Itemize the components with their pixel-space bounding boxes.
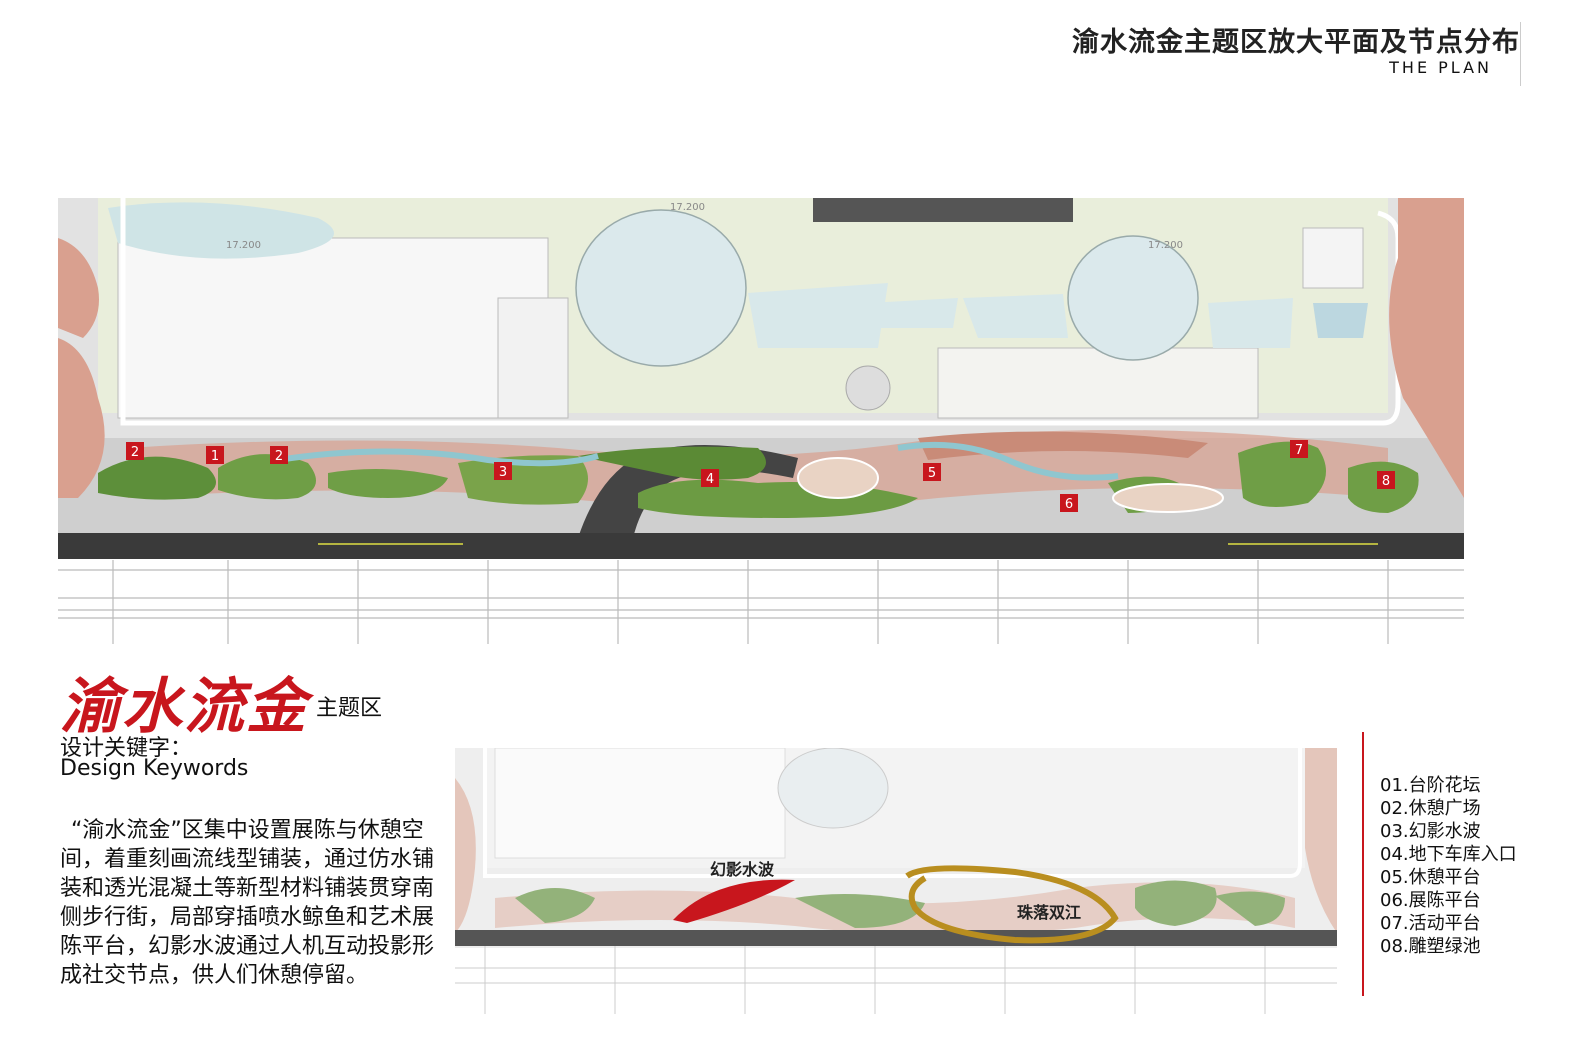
legend-item: 01.台阶花坛 — [1380, 775, 1481, 796]
elevation-label: 17.200 — [1148, 240, 1183, 251]
svg-text:4: 4 — [706, 472, 714, 487]
svg-text:2: 2 — [131, 445, 139, 460]
page-title: 渝水流金主题区放大平面及节点分布 — [1072, 27, 1520, 58]
legend-list: 01.台阶花坛 02.休憩广场 03.幻影水波 04.地下车库入口 05.休憩平… — [1380, 774, 1517, 958]
svg-text:6: 6 — [1065, 497, 1073, 512]
svg-text:5: 5 — [928, 466, 936, 481]
mini-site-plan: 幻影水波 珠落双江 — [455, 748, 1337, 1014]
elevation-label: 17.200 — [226, 240, 261, 251]
page-subtitle: THE PLAN — [1389, 58, 1492, 77]
legend-divider — [1362, 732, 1364, 996]
node-marker: 5 — [923, 463, 941, 481]
keywords-heading-en: Design Keywords — [60, 756, 249, 781]
node-marker: 2 — [270, 446, 288, 464]
gold-ribbon-sculpture — [905, 865, 1119, 944]
node-marker: 7 — [1290, 440, 1308, 458]
node-marker: 8 — [1377, 471, 1395, 489]
mini-label-right: 珠落双江 — [1017, 903, 1081, 922]
red-ribbon-sculpture — [673, 879, 795, 923]
legend-item: 06.展陈平台 — [1380, 890, 1481, 911]
svg-text:1: 1 — [211, 449, 219, 464]
node-marker: 6 — [1060, 494, 1078, 512]
svg-text:8: 8 — [1382, 474, 1390, 489]
main-site-plan: 17.200 17.200 17.200 2 1 2 3 4 5 6 7 8 — [58, 198, 1464, 644]
svg-text:7: 7 — [1295, 443, 1303, 458]
node-marker: 1 — [206, 446, 224, 464]
legend-item: 04.地下车库入口 — [1380, 844, 1517, 865]
legend-item: 05.休憩平台 — [1380, 867, 1481, 888]
keywords-heading-cn: 设计关键字： — [60, 736, 193, 761]
legend-item: 03.幻影水波 — [1380, 821, 1481, 842]
legend-item: 08.雕塑绿池 — [1380, 936, 1481, 957]
header-divider — [1520, 22, 1521, 86]
node-marker: 4 — [701, 469, 719, 487]
theme-script-title: 渝水流金 — [60, 672, 308, 742]
mini-label-left: 幻影水波 — [710, 860, 775, 879]
node-marker: 2 — [126, 442, 144, 460]
theme-suffix: 主题区 — [316, 696, 383, 721]
svg-text:2: 2 — [275, 449, 283, 464]
legend-item: 07.活动平台 — [1380, 913, 1481, 934]
theme-description: “渝水流金”区集中设置展陈与休憩空间，着重刻画流线型铺装，通过仿水铺装和透光混凝… — [60, 818, 435, 988]
node-marker: 3 — [494, 462, 512, 480]
legend-item: 02.休憩广场 — [1380, 798, 1481, 819]
elevation-label: 17.200 — [670, 202, 705, 213]
svg-text:3: 3 — [499, 465, 507, 480]
